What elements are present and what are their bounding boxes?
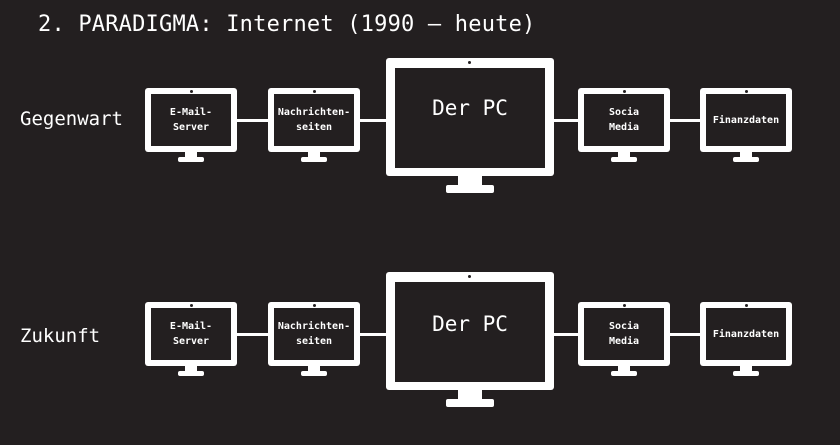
monitor-email-server: E-Mail- Server bbox=[145, 302, 237, 377]
monitor-finanzdaten: Finanzdaten bbox=[700, 88, 792, 163]
monitor-finanzdaten: Finanzdaten bbox=[700, 302, 792, 377]
monitor-label: Der PC bbox=[432, 312, 508, 336]
monitor-label: Socia Media bbox=[608, 321, 640, 347]
monitor-label: Finanzdaten bbox=[712, 114, 780, 126]
monitor-label: Finanzdaten bbox=[712, 328, 780, 340]
monitor-label: Socia Media bbox=[608, 107, 640, 133]
monitor-label: E-Mail- Server bbox=[169, 107, 213, 133]
monitor-label: Der PC bbox=[432, 96, 508, 120]
monitor-label: Nachrichten- seiten bbox=[277, 107, 351, 133]
connector-line bbox=[358, 119, 388, 122]
monitor-social-media: Socia Media bbox=[578, 88, 670, 163]
monitor-news-sites: Nachrichten- seiten bbox=[268, 88, 360, 163]
connector-line bbox=[552, 119, 580, 122]
connector-line bbox=[552, 333, 580, 336]
row-label-gegenwart: Gegenwart bbox=[20, 108, 123, 130]
slide-title: 2. PARADIGMA: Internet (1990 – heute) bbox=[38, 12, 536, 37]
row-label-zukunft: Zukunft bbox=[20, 325, 101, 347]
monitor-social-media: Socia Media bbox=[578, 302, 670, 377]
monitor-der-pc: Der PC bbox=[386, 272, 554, 409]
monitor-email-server: E-Mail- Server bbox=[145, 88, 237, 163]
monitor-label: Nachrichten- seiten bbox=[277, 321, 351, 347]
monitor-der-pc: Der PC bbox=[386, 58, 554, 195]
connector-line bbox=[669, 119, 701, 122]
monitor-label: E-Mail- Server bbox=[169, 321, 213, 347]
connector-line bbox=[236, 333, 270, 336]
connector-line bbox=[236, 119, 270, 122]
monitor-news-sites: Nachrichten- seiten bbox=[268, 302, 360, 377]
connector-line bbox=[358, 333, 388, 336]
connector-line bbox=[669, 333, 701, 336]
